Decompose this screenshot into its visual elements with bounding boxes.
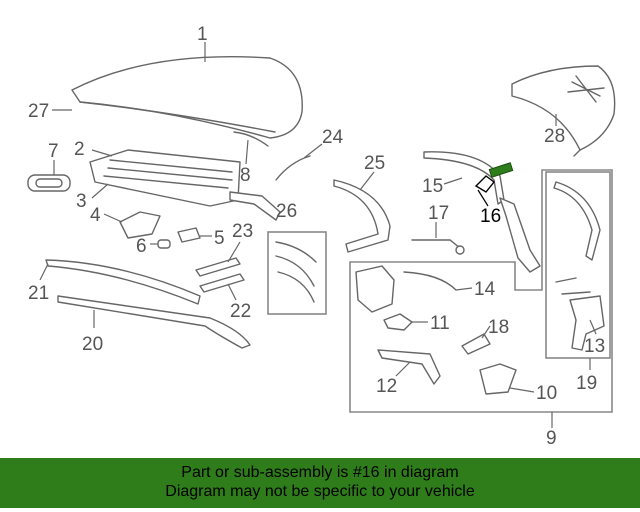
hinge-part [555,277,591,295]
leader-25 [359,171,375,191]
callout-7: 7 [48,141,59,162]
frame-ribs [103,159,233,189]
part-7-inner [35,178,63,188]
frame-arm [229,191,281,221]
part-26-b [275,255,315,287]
part-28-mesh [567,75,605,103]
callout-15: 15 [422,176,443,197]
callout-16: 16 [480,206,501,227]
callout-5: 5 [214,228,225,249]
callout-8: 8 [240,165,251,186]
part-23 [195,257,241,277]
leader-13 [589,319,597,335]
linkage-arm [499,197,541,273]
leader-15 [443,177,463,185]
callout-23: 23 [232,221,253,242]
callout-17: 17 [428,203,449,224]
callout-11: 11 [430,313,450,334]
side-arch [553,181,601,261]
part-16-shape [474,175,495,193]
bracket-part [355,265,395,313]
leader-12 [395,361,411,377]
callout-21: 21 [28,283,49,304]
top-cover-part [71,56,303,139]
part-14 [403,271,457,291]
callout-14: 14 [474,279,496,300]
leader-14 [455,287,473,291]
part-21 [45,259,201,305]
part-10 [479,363,517,395]
banner-line-2: Diagram may not be specific to your vehi… [165,483,475,500]
part-13 [569,295,605,351]
part-4 [119,211,161,239]
callout-26: 26 [276,201,297,222]
callout-9: 9 [546,428,557,449]
part-24 [275,155,311,181]
part-25 [333,179,391,253]
part-18 [461,333,491,355]
top-cover-edge [79,101,276,133]
leader-8 [245,139,249,165]
callout-4: 4 [90,205,101,226]
callout-1: 1 [197,24,208,45]
callout-3: 3 [76,191,87,212]
part-16-highlight [488,162,514,178]
callout-20: 20 [82,334,103,355]
leader-10 [509,387,535,393]
callout-24: 24 [322,127,344,148]
part-17-end [455,245,465,255]
callout-2: 2 [74,139,85,160]
part-6 [157,239,171,249]
part-20 [57,295,251,349]
leader-4 [103,213,123,223]
part-5 [177,227,201,243]
part-26-a [275,241,317,263]
part-22 [199,273,245,293]
part-28-tail [573,149,581,157]
parts-diagram: 1 27 7 2 24 8 3 4 6 5 23 26 25 15 16 17 … [27,24,616,449]
group-box-9 [349,169,613,413]
callout-25: 25 [364,153,385,174]
leader-21 [39,263,49,281]
part-26-c [277,271,315,303]
banner-line-1: Part or sub-assembly is #16 in diagram [181,464,459,481]
part-17 [411,239,461,249]
group-box-19 [545,171,611,359]
leader-16 [477,189,489,207]
callout-18: 18 [488,317,509,338]
part-11 [383,313,413,331]
leader-23 [227,241,241,263]
callout-12: 12 [376,376,397,397]
leader-2 [91,149,113,157]
callout-10: 10 [536,383,557,404]
callout-13: 13 [584,336,605,357]
callout-28: 28 [544,126,565,147]
group-box-26 [267,231,327,315]
callout-6: 6 [136,236,147,257]
part-8 [233,131,269,147]
leader-3 [91,183,109,199]
info-banner: Part or sub-assembly is #16 in diagram D… [0,458,640,508]
leader-24 [303,143,323,159]
callout-19: 19 [576,373,597,394]
part-12 [377,349,441,385]
callout-27: 27 [28,101,49,122]
callout-22: 22 [230,301,251,322]
leader-22 [227,283,237,301]
leader-18 [481,325,491,339]
